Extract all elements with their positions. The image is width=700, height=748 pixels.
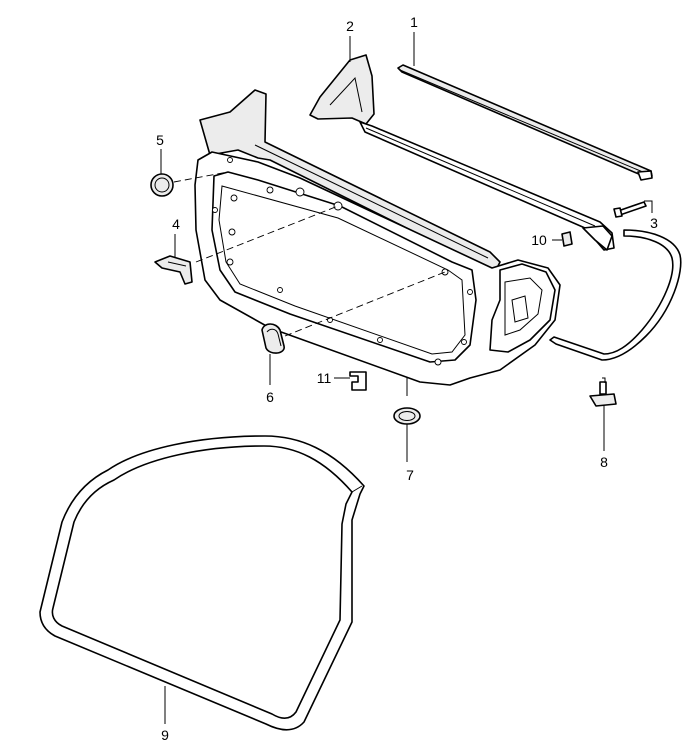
callout-7: 7 <box>406 467 414 483</box>
assembly-lines <box>173 171 446 337</box>
callout-9: 9 <box>161 727 169 743</box>
callout-6: 6 <box>266 389 274 405</box>
part-6-oval-plug <box>261 323 285 354</box>
door-shell <box>194 89 561 386</box>
callout-5: 5 <box>156 132 164 148</box>
part-1-window-channel-strip <box>397 64 653 181</box>
callout-4: 4 <box>172 216 180 232</box>
callout-3: 3 <box>650 215 658 231</box>
door-bottom-seal <box>549 229 682 361</box>
part-9-door-seal <box>39 435 365 731</box>
part-5-round-plug <box>150 173 174 197</box>
leader-lines <box>160 32 653 724</box>
callout-2: 2 <box>346 18 354 34</box>
part-11-clip <box>349 371 367 391</box>
callout-8: 8 <box>600 454 608 470</box>
part-3-bolt <box>613 201 647 218</box>
callout-11: 11 <box>317 370 332 386</box>
part-2-mirror-triangle-rail <box>309 54 615 251</box>
part-8-clip <box>589 377 617 407</box>
part-10-small-clip <box>561 231 573 247</box>
callout-1: 1 <box>410 14 418 30</box>
callout-10: 10 <box>531 232 547 248</box>
part-4-bracket <box>154 255 193 285</box>
part-7-oval-grommet <box>393 407 421 425</box>
